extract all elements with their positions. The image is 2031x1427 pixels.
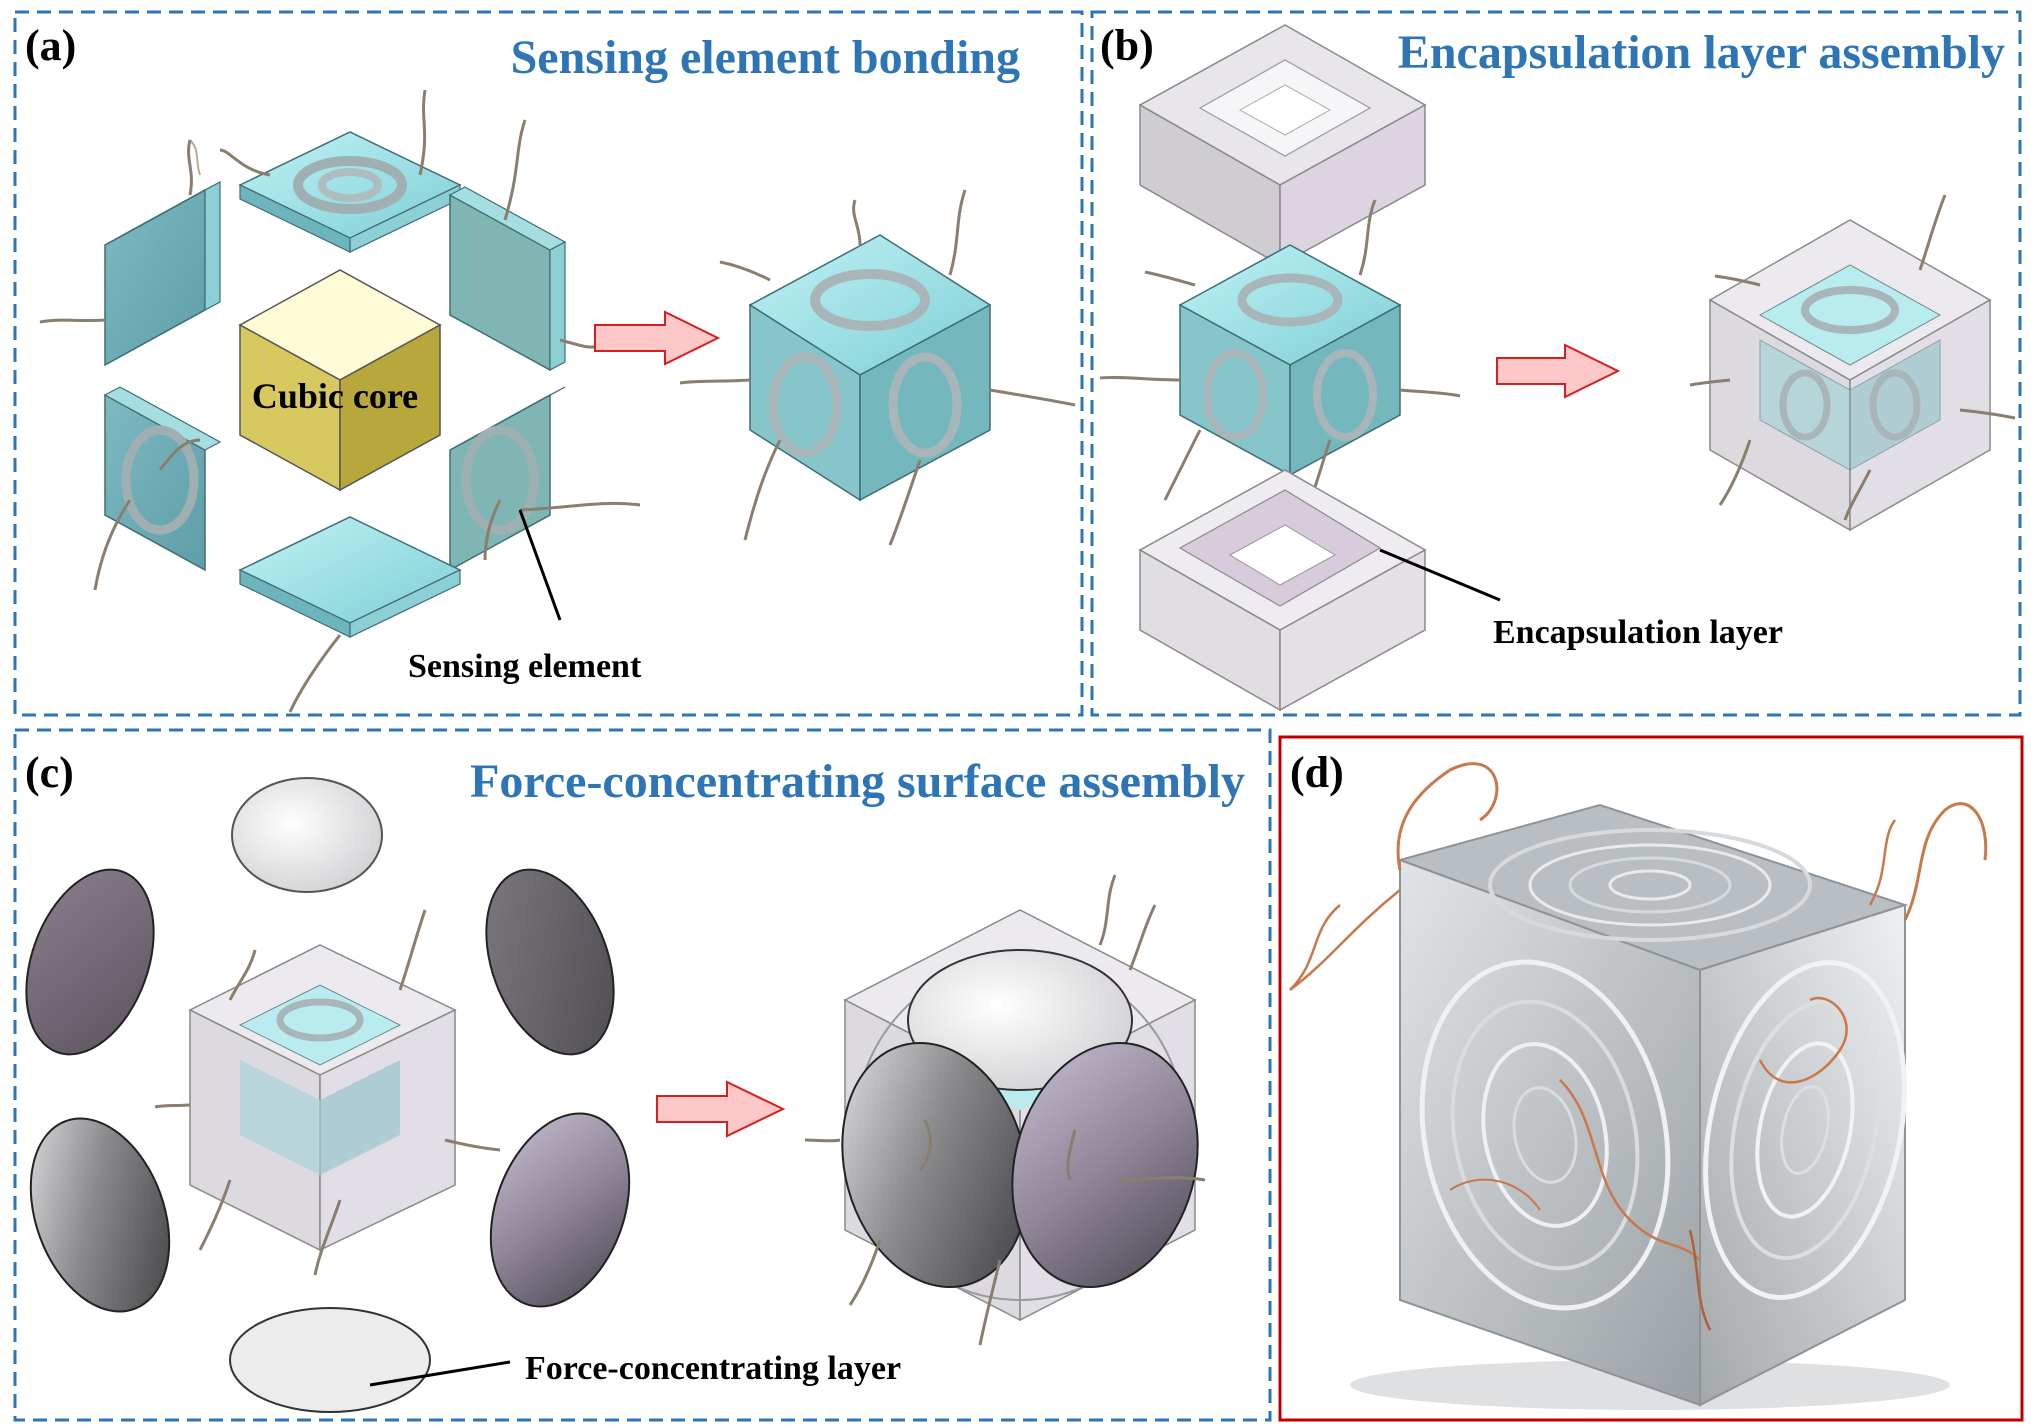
force-layer-callout: Force-concentrating layer [525,1350,901,1387]
lower-right-sensing-plate [449,386,641,572]
panel-c: (c) Force-concentrating surface assembly [25,748,1245,1413]
panel-d: (d) [1282,739,2020,1418]
assembled-sensor-cube [679,189,1076,546]
bottom-sensing-plate [238,516,462,713]
lower-right-force-disc [489,1112,631,1308]
bottom-encapsulation-cup [1138,469,1427,712]
arrow-a [594,310,721,366]
panel-d-frame [1278,735,2024,1422]
final-top-disc [907,949,1133,1091]
lower-left-force-disc [29,1117,171,1313]
encapsulation-leader [1379,548,1501,602]
panel-b: (b) Encapsulation layer assembly [1099,21,2016,712]
upper-right-force-disc [485,868,615,1056]
middle-sensor-cube [1099,199,1461,516]
top-force-disc [231,777,383,893]
sensing-element-leader [518,509,562,621]
panel-a-label: (a) [25,21,76,70]
panel-c-frame [13,728,1272,1422]
upper-left-sensing-plate [39,139,221,367]
encapsulated-sensor-cube [1689,194,2016,532]
panel-b-label: (b) [1100,21,1154,70]
arrow-c [656,1080,786,1138]
panel-b-frame [1090,10,2022,717]
final-assembled-cube [804,874,1206,1346]
lower-left-sensing-plate [93,386,222,591]
panel-c-title: Force-concentrating surface assembly [470,755,1245,808]
bottom-force-disc [229,1307,431,1413]
panel-c-label: (c) [25,748,74,797]
cubic-core: Cubic core [238,269,442,492]
sensing-element-callout: Sensing element [408,648,642,685]
panel-b-title: Encapsulation layer assembly [1398,26,2005,79]
final-right-disc [1011,1041,1199,1289]
upper-right-sensing-plate [448,119,601,372]
panel-c-center-cube [154,909,501,1276]
arrow-b [1496,343,1621,399]
force-layer-leader [369,1360,511,1387]
panel-a-frame [13,10,1084,717]
panel-d-label: (d) [1290,748,1344,797]
top-encapsulation-cap [1138,24,1427,267]
fabricated-sensor-cube-photo [1289,762,1988,1407]
top-sensing-plate [189,89,462,253]
upper-left-force-disc [25,868,155,1056]
panel-a: (a) Sensing element bonding [25,21,1076,713]
panel-a-title: Sensing element bonding [511,31,1020,84]
encapsulation-callout: Encapsulation layer [1493,614,1783,651]
cubic-core-label: Cubic core [252,376,418,416]
